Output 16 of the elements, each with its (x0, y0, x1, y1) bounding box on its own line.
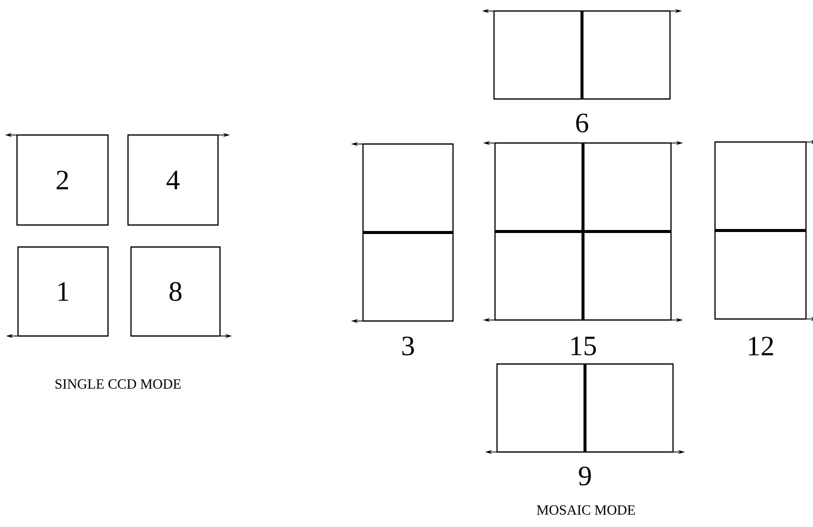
ccd-box: 8 (130, 246, 221, 337)
ccd-mosaic: 6 (493, 10, 671, 132)
mode-caption: SINGLE CCD MODE (56, 379, 181, 389)
ccd-mosaic: 3 (362, 143, 454, 356)
node-label: 6 (576, 114, 588, 132)
ccd-box: 2 (16, 134, 109, 226)
ccd-box: 1 (17, 246, 109, 337)
node-label: 9 (578, 466, 591, 486)
node-label: 15 (571, 336, 596, 356)
ccd-mosaic: 9 (496, 363, 674, 486)
ccd-mosaic: 12 (714, 141, 807, 356)
ccd-mosaic: 15 (494, 142, 672, 356)
node-label: 12 (748, 336, 773, 356)
ccd-box: 4 (127, 134, 219, 226)
mode-caption: MOSAIC MODE (536, 505, 635, 515)
node-label: 3 (402, 336, 414, 356)
